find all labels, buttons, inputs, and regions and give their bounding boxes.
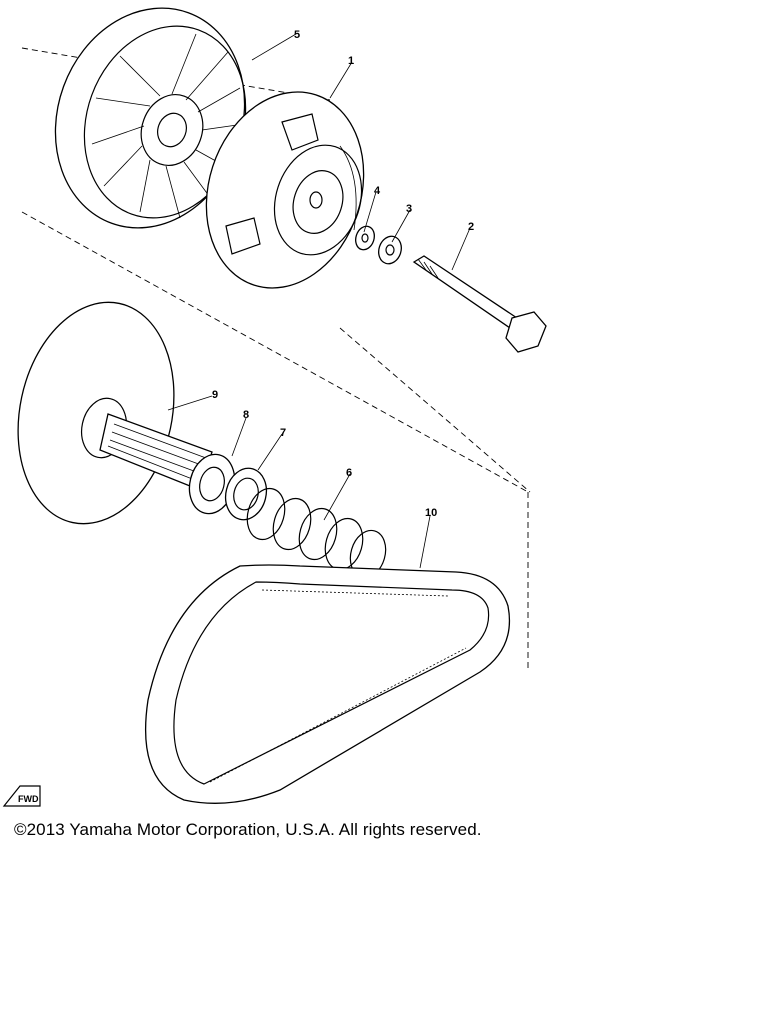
part-7-spring-seat[interactable] (220, 464, 271, 524)
part-6-spring[interactable] (242, 484, 391, 582)
callout-3: 3 (406, 203, 412, 215)
callout-2: 2 (468, 221, 474, 233)
callout-10: 10 (425, 507, 437, 519)
fwd-direction-icon: FWD (2, 785, 41, 807)
part-9-fixed-sheave[interactable] (0, 288, 213, 539)
callout-4: 4 (374, 185, 381, 197)
callout-6: 6 (346, 467, 352, 479)
part-10-drive-belt[interactable] (145, 564, 511, 804)
callout-1: 1 (348, 55, 354, 67)
callout-9: 9 (212, 389, 218, 401)
assembly-axis-lines (21, 47, 531, 668)
callout-labels: 5 1 4 3 2 9 8 7 6 10 (212, 29, 474, 519)
callout-8: 8 (243, 409, 249, 421)
part-1-clutch-body[interactable] (182, 71, 388, 308)
callout-7: 7 (280, 427, 286, 439)
part-3-washer[interactable] (375, 233, 405, 266)
leader-lines (167, 33, 471, 569)
copyright-notice: ©2013 Yamaha Motor Corporation, U.S.A. A… (14, 820, 482, 839)
fwd-label: FWD (18, 794, 39, 804)
part-2-bolt[interactable] (412, 255, 547, 353)
callout-5: 5 (294, 29, 300, 41)
part-4-washer[interactable] (353, 224, 378, 252)
part-8-bearing[interactable] (183, 450, 240, 519)
